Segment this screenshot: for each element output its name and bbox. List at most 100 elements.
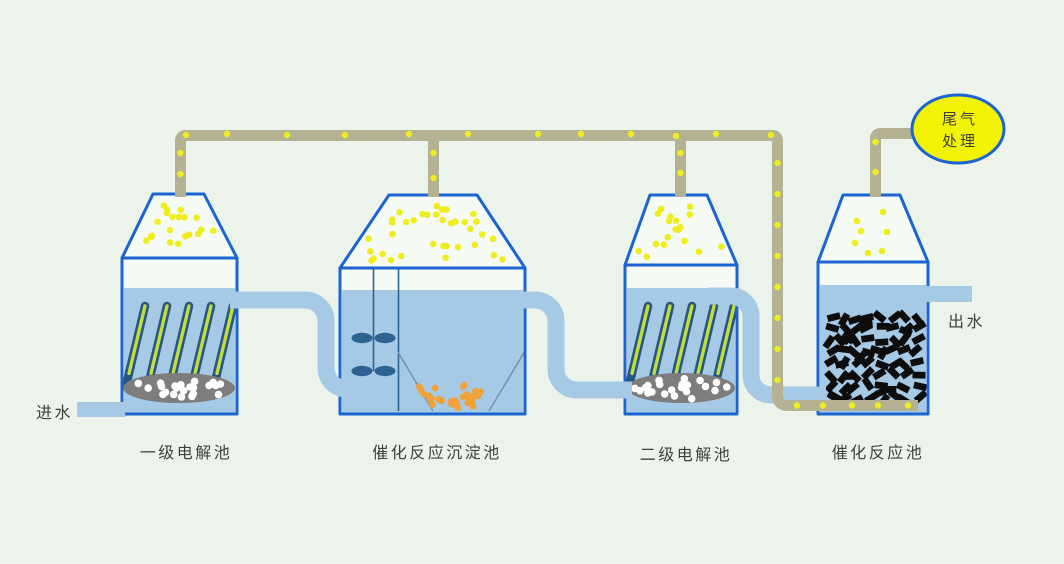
- gas-bubble: [177, 206, 185, 214]
- electrode-core: [171, 304, 191, 376]
- gas-pipe-bubble: [819, 402, 827, 409]
- gas-pipe-bubble: [672, 132, 680, 140]
- gas-bubble: [175, 240, 182, 248]
- sediment-particle: [452, 399, 460, 407]
- gas-bubble: [379, 250, 387, 258]
- catalyst-chunk: [860, 354, 875, 369]
- catalyst-chunk: [861, 376, 875, 392]
- catalyst-chunk: [883, 386, 897, 393]
- gas-bubble: [397, 252, 405, 260]
- gas-pipe-bubble: [223, 130, 231, 138]
- gas-bubble: [473, 218, 480, 225]
- stirrer-paddle: [374, 365, 396, 377]
- tank3-body-border: [623, 263, 739, 416]
- catalyst-chunk: [876, 322, 890, 330]
- gas-bubble: [643, 253, 651, 260]
- gas-bubble: [396, 209, 403, 216]
- offgas-treatment-node: 尾气 处理: [910, 93, 1006, 165]
- gas-pipe-bubble: [848, 402, 856, 409]
- catalyst-chunk: [869, 345, 885, 356]
- stirrer-paddle: [374, 332, 396, 344]
- gravel-stone: [723, 383, 731, 391]
- pipe-tank1-to-tank2: [230, 291, 349, 398]
- gas-pipe-bubble: [774, 376, 781, 384]
- catalyst-chunk: [886, 365, 901, 380]
- gas-bubble: [166, 226, 174, 234]
- gas-bubble: [402, 218, 410, 226]
- sediment-particle: [469, 392, 477, 400]
- catalyst-chunk: [825, 322, 840, 333]
- gas-bubble: [471, 241, 479, 249]
- catalyst-chunk: [853, 349, 868, 365]
- gas-bubble: [181, 214, 188, 221]
- offgas-label-line2: 处理: [942, 133, 978, 150]
- pipe-tank2-to-tank3: [500, 291, 632, 399]
- gas-bubble: [175, 213, 183, 221]
- offgas-label-line1: 尾气: [942, 111, 978, 128]
- gas-pipe-bubble: [774, 159, 781, 167]
- catalyst-chunk: [913, 381, 928, 392]
- gas-bubble: [686, 203, 694, 210]
- catalyst-chunk: [833, 332, 847, 348]
- gas-pipes: [175, 128, 918, 411]
- tank2-water: [342, 290, 523, 413]
- gas-bubble: [664, 233, 672, 241]
- catalyst-chunk: [860, 366, 875, 381]
- tank3-label: 二级电解池: [640, 446, 733, 464]
- tank1-body-border: [120, 256, 239, 416]
- catalyst-chunk: [838, 381, 853, 396]
- gas-bubble: [470, 210, 477, 218]
- gas-pipe-bubble: [712, 130, 720, 138]
- gravel-stone: [214, 390, 223, 399]
- catalyst-chunk: [842, 372, 856, 380]
- gravel-stone: [157, 382, 166, 391]
- gravel-stone: [189, 390, 198, 398]
- catalyst-chunk: [912, 320, 927, 333]
- gravel-stone: [712, 378, 721, 387]
- gas-bubble: [672, 217, 680, 225]
- gravel-stone: [687, 394, 696, 403]
- gas-bubble: [883, 228, 891, 236]
- gravel-stone: [179, 386, 188, 395]
- stirrer-paddle: [351, 332, 373, 344]
- gravel-stone: [134, 379, 143, 388]
- electrode-core: [716, 304, 736, 376]
- labels: 进水 出水 一级电解池 催化反应沉淀池 二级电解池 催化反应池: [36, 313, 983, 464]
- catalyst-chunk: [884, 343, 899, 355]
- gravel-stone: [711, 386, 719, 395]
- gravel-stone: [641, 383, 650, 392]
- catalyst-chunk: [845, 381, 860, 395]
- tank1-gas-bubbles: [143, 202, 217, 248]
- gas-pipe-bubble: [872, 138, 879, 146]
- gas-bubble: [657, 205, 665, 213]
- sediment-particle: [435, 395, 443, 403]
- electrode-core: [193, 304, 213, 376]
- gas-bubble: [389, 230, 396, 238]
- catalyst-chunk: [895, 357, 911, 372]
- gas-pipe-bubble: [774, 283, 781, 291]
- catalyst-chunk: [841, 331, 856, 346]
- inlet-pipe: [77, 402, 125, 417]
- electrode-core: [149, 304, 169, 376]
- gas-bubble: [851, 239, 859, 247]
- tank4-label: 催化反应池: [832, 443, 925, 462]
- catalyst-chunk: [860, 334, 875, 343]
- gas-pipe-bubble: [534, 130, 542, 138]
- gas-bubble: [210, 227, 217, 234]
- gas-pipe-bubble: [774, 221, 781, 229]
- gas-pipe-bubble: [774, 252, 781, 260]
- gas-bubble: [652, 240, 660, 248]
- gravel-stone: [171, 382, 179, 390]
- gas-pipe-bubble: [405, 130, 413, 138]
- gravel-stone: [205, 381, 213, 390]
- gravel-stone: [169, 390, 178, 399]
- catalyst-chunk: [836, 344, 850, 354]
- gas-bubble: [438, 206, 446, 213]
- gas-pipe-bubbles: [177, 130, 912, 409]
- gravel-stone: [144, 384, 152, 392]
- gravel-stone: [655, 376, 663, 385]
- gas-bubble: [423, 211, 431, 218]
- sediment-particle: [431, 384, 439, 392]
- electrode-core: [674, 304, 694, 376]
- gas-pipe-bubble: [904, 402, 912, 409]
